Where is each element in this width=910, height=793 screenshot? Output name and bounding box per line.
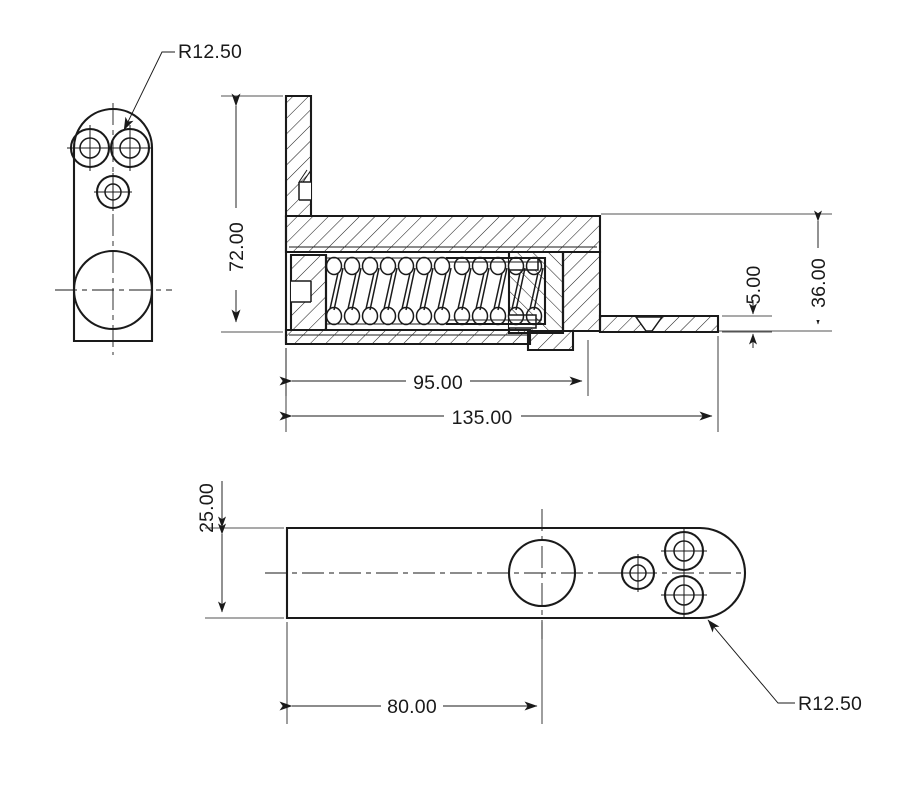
dim-36: 36.00 [601,210,832,332]
radius-callout-top-text: R12.50 [178,41,242,63]
plan-view-hole-lower-right [661,572,707,618]
dim-25-text: 25.00 [196,483,218,533]
dim-135-text: 135.00 [452,407,513,429]
section-view [284,94,720,352]
dim-72-text: 72.00 [226,222,248,272]
radius-callout-top: R12.50 [123,41,242,131]
dim-72: 72.00 [221,93,283,333]
dim-5: 5.00 [722,266,772,348]
plan-view-large-bore [507,538,577,608]
dim-95-text: 95.00 [413,372,463,394]
dim-25: 25.00 [196,481,284,619]
end-view-hole-upper-right [107,125,153,171]
dim-135: 135.00 [279,336,719,432]
section-plunger [507,250,565,335]
dim-36-text: 36.00 [808,258,830,308]
dim-80-text: 80.00 [387,696,437,718]
plan-view-hole-upper-right [661,528,707,574]
section-left-retainer [289,253,328,332]
end-view-hole-upper-left [67,125,113,171]
plan-view-hole-mid [619,554,657,592]
plan-view-outline [285,526,747,620]
section-bottom-slab [284,328,532,346]
section-back-flange [284,94,313,218]
end-view-outline [72,107,154,343]
plan-view [265,509,747,639]
radius-callout-bottom-text: R12.50 [798,693,862,715]
dim-80: 80.00 [279,622,543,724]
end-view-hole-center [94,173,132,211]
section-top-slab [284,214,602,254]
dim-5-text: 5.00 [743,266,765,305]
section-thin-plate [598,314,720,334]
radius-callout-bottom: R12.50 [707,619,862,715]
end-view [55,103,172,355]
dim-95: 95.00 [279,340,589,396]
section-spring [325,256,547,326]
end-view-large-bore [72,249,154,331]
